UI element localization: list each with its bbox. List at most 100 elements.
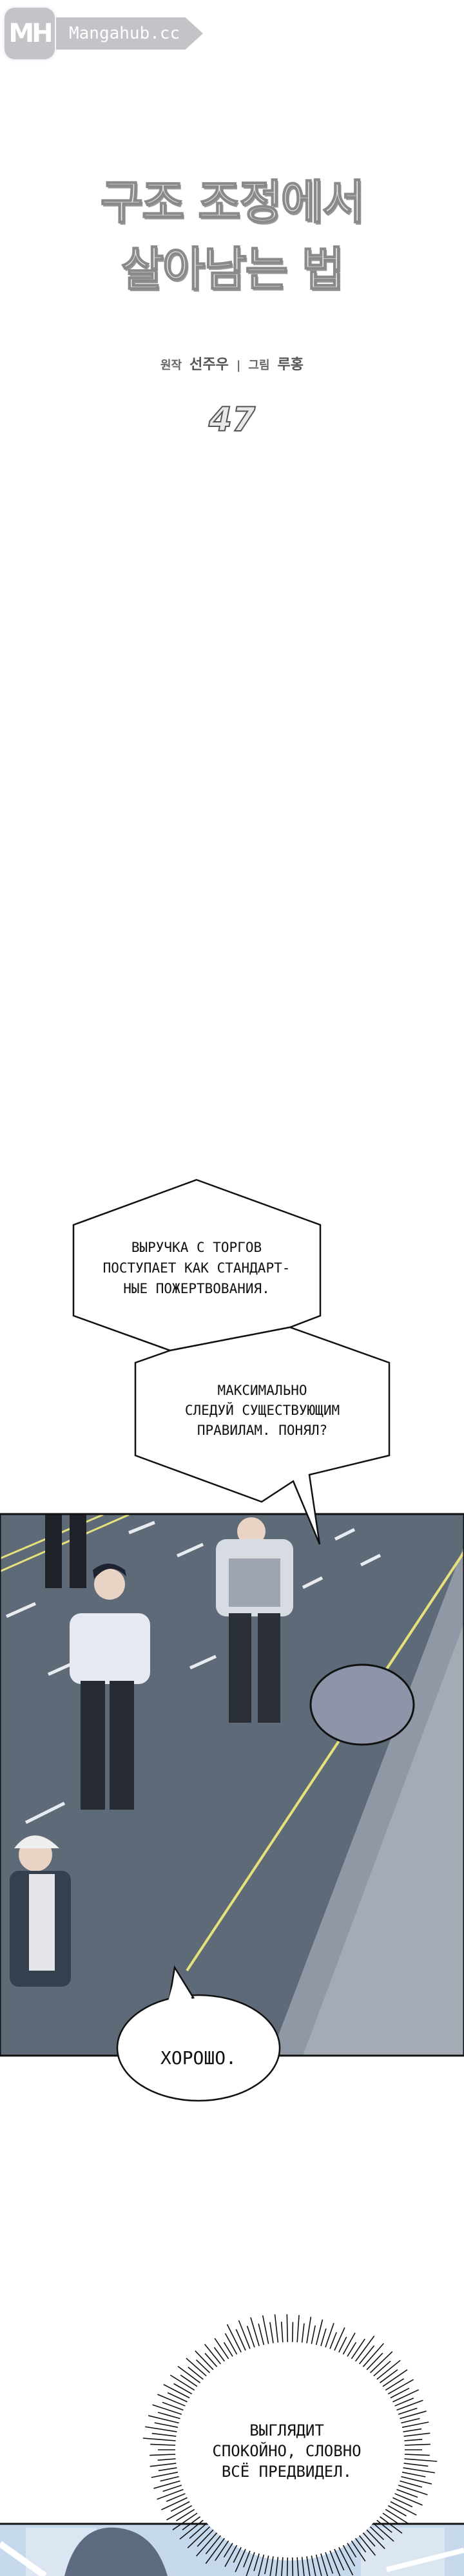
burst-spike (401, 2418, 420, 2424)
speech-bubble-2 (134, 1326, 391, 1545)
burst-spike (246, 2552, 255, 2576)
burst-spike (154, 2422, 179, 2428)
burst-spike (223, 2543, 233, 2558)
burst-spike (153, 2480, 180, 2489)
burst-spike (401, 2421, 429, 2428)
burst-spike (320, 2553, 329, 2576)
burst-spike (235, 2329, 246, 2351)
title-logo-line-1: 구조 조정에서 (100, 175, 366, 230)
burst-spike (392, 2497, 413, 2508)
burst-spike (358, 2345, 375, 2365)
burst-spike (162, 2401, 184, 2411)
burst-spike (166, 2505, 193, 2521)
paved-sidewalk (303, 1623, 464, 2056)
burst-spike (269, 2322, 274, 2344)
burst-spike (338, 2547, 354, 2576)
burst-spike (396, 2400, 423, 2411)
burst-spike (373, 2523, 394, 2542)
burst-spike (180, 2374, 198, 2387)
burst-spike (385, 2508, 411, 2525)
burst-spike (320, 2328, 327, 2347)
floating-orb (309, 1663, 415, 1746)
art-label: 그림 (248, 359, 270, 372)
burst-spike (315, 2319, 324, 2345)
burst-spike (366, 2529, 385, 2550)
burst-spike (170, 2501, 190, 2512)
burst-spike (196, 2532, 218, 2557)
burst-spike (197, 2529, 214, 2547)
burst-spike (400, 2410, 427, 2420)
burst-spike (173, 2383, 193, 2395)
burst-spike (224, 2333, 238, 2355)
burst-spike (213, 2347, 226, 2362)
character-hair (64, 2527, 168, 2576)
burst-spike (280, 2322, 284, 2343)
burst-spike (162, 2485, 182, 2492)
burst-spike (403, 2428, 422, 2432)
burst-spike (157, 2412, 180, 2420)
character-cap (10, 1835, 71, 1987)
burst-spike (325, 2323, 334, 2348)
burst-spike (258, 2323, 265, 2345)
burst-spike (404, 2454, 430, 2456)
burst-spike (150, 2463, 177, 2467)
burst-spike (269, 2556, 274, 2576)
watermark-badge[interactable]: MH Mangahub.cc (5, 8, 217, 59)
burst-spike (243, 2550, 251, 2568)
burst-spike (238, 2320, 251, 2349)
burst-spike (334, 2327, 345, 2351)
burst-spike (226, 2324, 242, 2353)
burst-spike (160, 2476, 179, 2482)
burst-spike (380, 2516, 403, 2534)
bubble-2-line-3: ПРАВИЛАМ. ПОНЯЛ? (197, 1423, 327, 1438)
watermark-logo: MH (5, 8, 55, 59)
burst-spike (366, 2353, 383, 2371)
burst-spike (214, 2338, 229, 2360)
burst-spike (235, 2548, 246, 2573)
burst-spike (188, 2367, 204, 2380)
watermark-site-label[interactable]: Mangahub.cc (56, 17, 203, 50)
burst-spike (403, 2432, 430, 2437)
burst-spike (157, 2394, 186, 2407)
burst-spike (400, 2480, 423, 2488)
burst-spike (172, 2512, 198, 2530)
burst-spike (160, 2497, 188, 2510)
burst-spike (186, 2358, 207, 2377)
burst-spike (150, 2443, 176, 2446)
burst-spike (382, 2512, 400, 2525)
burst-spike (204, 2353, 218, 2367)
burst-spike (329, 2332, 337, 2349)
title-logo-line-2: 살아남는 법 (121, 242, 345, 297)
burst-spike (404, 2438, 423, 2441)
burst-spike (177, 2365, 200, 2383)
bubble-1-line-3: НЫЕ ПОЖЕРТВОВАНИЯ. (123, 1281, 270, 1296)
burst-spike (182, 2516, 200, 2531)
burst-spike (369, 2526, 385, 2541)
burst-spike (151, 2472, 179, 2478)
burst-spike (205, 2535, 222, 2555)
burst-spike (398, 2407, 418, 2415)
story-author: 선주우 (189, 357, 229, 373)
burst-spike (385, 2378, 405, 2391)
burst-spike (296, 2557, 299, 2576)
burst-spike (246, 2325, 255, 2348)
burst-spike (315, 2554, 322, 2576)
burst-spike (362, 2343, 384, 2367)
burst-spike (398, 2485, 428, 2496)
burst-spike (382, 2369, 408, 2387)
burst-spike (396, 2488, 418, 2498)
burst-spike (394, 2493, 423, 2506)
burst-spike (351, 2540, 366, 2562)
yellow-lane-line (186, 1551, 464, 1972)
burst-spike (311, 2325, 316, 2344)
lane-dashes (5, 1520, 382, 1824)
burst-spike (347, 2342, 357, 2357)
thought-line-3: ВСЁ ПРЕДВИДЕЛ. (222, 2462, 352, 2481)
burst-spike (224, 2544, 238, 2567)
burst-spike (233, 2547, 242, 2563)
burst-spike (325, 2552, 334, 2574)
burst-spike (404, 2458, 438, 2462)
burst-spike (157, 2488, 184, 2500)
